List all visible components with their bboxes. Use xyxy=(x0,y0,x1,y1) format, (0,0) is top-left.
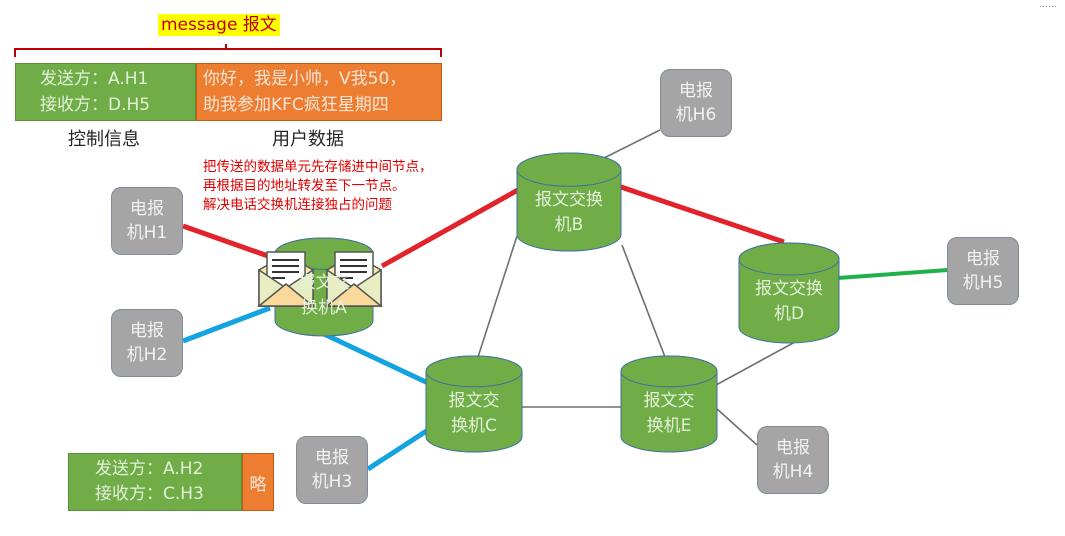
link-e-d xyxy=(715,341,796,386)
link-b-e xyxy=(621,244,666,358)
switch-label-b: 报文交换机B xyxy=(535,190,603,236)
message-title: message 报文 xyxy=(158,14,280,36)
switch-label-c: 报文交换机C xyxy=(448,390,500,436)
control-info-box-2: 发送方：A.H2 接收方：C.H3 xyxy=(68,453,242,511)
host-h1: 电报机H1 xyxy=(111,187,183,255)
envelope-icon xyxy=(324,251,384,307)
switch-d xyxy=(738,242,840,344)
corner-text: …… xyxy=(1039,0,1057,10)
note-line-3: 解决电话交换机连接独占的问题 xyxy=(203,197,392,213)
sender-line-2: 发送方：A.H2 xyxy=(95,459,204,479)
sender-line: 发送方：A.H1 xyxy=(40,69,149,89)
host-h3: 电报机H3 xyxy=(296,436,368,504)
link-a-c xyxy=(322,331,430,386)
link-h2-a xyxy=(182,305,271,344)
host-h5: 电报机H5 xyxy=(947,237,1019,305)
switch-label-a: 报文交换机A xyxy=(298,273,350,319)
host-h4: 电报机H4 xyxy=(757,426,829,494)
control-info-label: 控制信息 xyxy=(68,129,140,150)
envelope-icon xyxy=(256,251,316,307)
note-line-2: 再根据目的地址转发至下一节点。 xyxy=(203,178,406,194)
link-a-b xyxy=(380,183,527,269)
user-data-line-1: 你好，我是小帅，V我50， xyxy=(203,69,407,89)
switch-label-e: 报文交换机E xyxy=(643,390,695,436)
switch-b xyxy=(516,152,622,252)
link-b-d xyxy=(620,184,785,245)
store-and-forward-note: 把传送的数据单元先存储进中间节点， 再根据目的地址转发至下一节点。 解决电话交换… xyxy=(203,158,433,215)
host-h2: 电报机H2 xyxy=(111,309,183,377)
note-line-1: 把传送的数据单元先存储进中间节点， xyxy=(203,159,433,175)
link-b-h6 xyxy=(599,129,661,161)
link-b-c xyxy=(477,235,518,358)
user-data-box: 你好，我是小帅，V我50， 助我参加KFC疯狂星期四 xyxy=(196,63,442,121)
link-h1-a xyxy=(182,223,269,259)
user-data-label: 用户数据 xyxy=(272,129,344,150)
user-data-box-2: 略 xyxy=(242,453,274,511)
control-info-box: 发送方：A.H1 接收方：D.H5 xyxy=(15,63,196,121)
receiver-line-2: 接收方：C.H3 xyxy=(95,484,204,504)
link-d-h5 xyxy=(837,268,949,280)
switch-c xyxy=(425,355,523,453)
receiver-line: 接收方：D.H5 xyxy=(40,95,151,115)
switch-e xyxy=(620,355,718,453)
envelope-layer xyxy=(256,251,384,307)
user-data-line-2: 助我参加KFC疯狂星期四 xyxy=(203,95,389,115)
message-brace xyxy=(14,44,442,57)
switch-label-d: 报文交换机D xyxy=(755,279,823,324)
links-layer xyxy=(182,129,949,472)
host-h6: 电报机H6 xyxy=(660,69,732,137)
link-e-h4 xyxy=(715,407,758,446)
link-c-h3 xyxy=(366,427,430,472)
